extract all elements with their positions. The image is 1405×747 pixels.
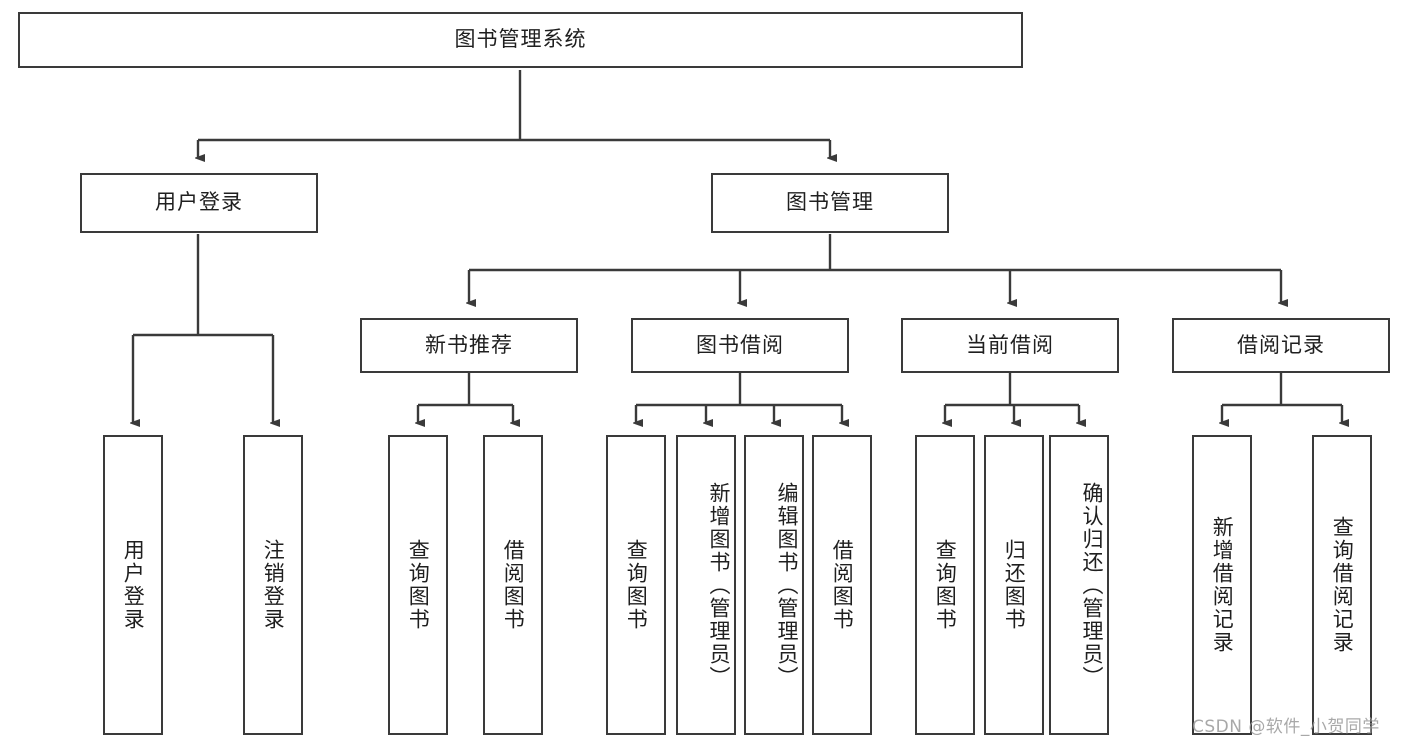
node-label: 借阅记录	[1237, 332, 1325, 357]
node-label: 图书借阅	[696, 332, 784, 357]
node-label: 查询图书	[624, 539, 649, 631]
node-user-login[interactable]: 用户登录	[80, 173, 318, 233]
node-label: 当前借阅	[966, 332, 1054, 357]
leaf-query-book-recommend[interactable]: 查询图书	[388, 435, 448, 735]
node-label: 查询借阅记录	[1330, 516, 1355, 654]
leaf-user-login[interactable]: 用户登录	[103, 435, 163, 735]
node-root-book-management-system[interactable]: 图书管理系统	[18, 12, 1023, 68]
csdn-watermark: CSDN @软件_小贺同学	[1192, 717, 1380, 737]
leaf-borrow-book-recommend[interactable]: 借阅图书	[483, 435, 543, 735]
leaf-borrow-book[interactable]: 借阅图书	[812, 435, 872, 735]
leaf-add-book-admin[interactable]: 新增图书（管理员）	[676, 435, 736, 735]
node-label: 借阅图书	[501, 539, 526, 631]
leaf-query-borrow-record[interactable]: 查询借阅记录	[1312, 435, 1372, 735]
leaf-edit-book-admin[interactable]: 编辑图书（管理员）	[744, 435, 804, 735]
node-book-borrow[interactable]: 图书借阅	[631, 318, 849, 373]
node-label: 确认归还（管理员）	[1080, 481, 1104, 689]
node-label: 用户登录	[121, 539, 146, 631]
leaf-user-logout[interactable]: 注销登录	[243, 435, 303, 735]
node-label: 新增借阅记录	[1210, 516, 1235, 654]
node-current-borrow[interactable]: 当前借阅	[901, 318, 1119, 373]
node-label: 用户登录	[155, 190, 243, 215]
node-label: 借阅图书	[830, 539, 855, 631]
leaf-query-book-current[interactable]: 查询图书	[915, 435, 975, 735]
leaf-return-book[interactable]: 归还图书	[984, 435, 1044, 735]
node-label: 新书推荐	[425, 332, 513, 357]
node-label: 编辑图书（管理员）	[775, 481, 799, 689]
node-label: 图书管理系统	[454, 27, 587, 52]
node-label: 新增图书（管理员）	[707, 481, 731, 689]
node-new-book-recommend[interactable]: 新书推荐	[360, 318, 578, 373]
node-label: 查询图书	[933, 539, 958, 631]
node-label: 查询图书	[406, 539, 431, 631]
node-label: 图书管理	[786, 190, 874, 215]
leaf-add-borrow-record[interactable]: 新增借阅记录	[1192, 435, 1252, 735]
leaf-confirm-return-admin[interactable]: 确认归还（管理员）	[1049, 435, 1109, 735]
node-label: 注销登录	[261, 539, 286, 631]
node-borrow-record[interactable]: 借阅记录	[1172, 318, 1390, 373]
leaf-query-book-borrow[interactable]: 查询图书	[606, 435, 666, 735]
node-label: 归还图书	[1002, 539, 1027, 631]
node-book-management[interactable]: 图书管理	[711, 173, 949, 233]
